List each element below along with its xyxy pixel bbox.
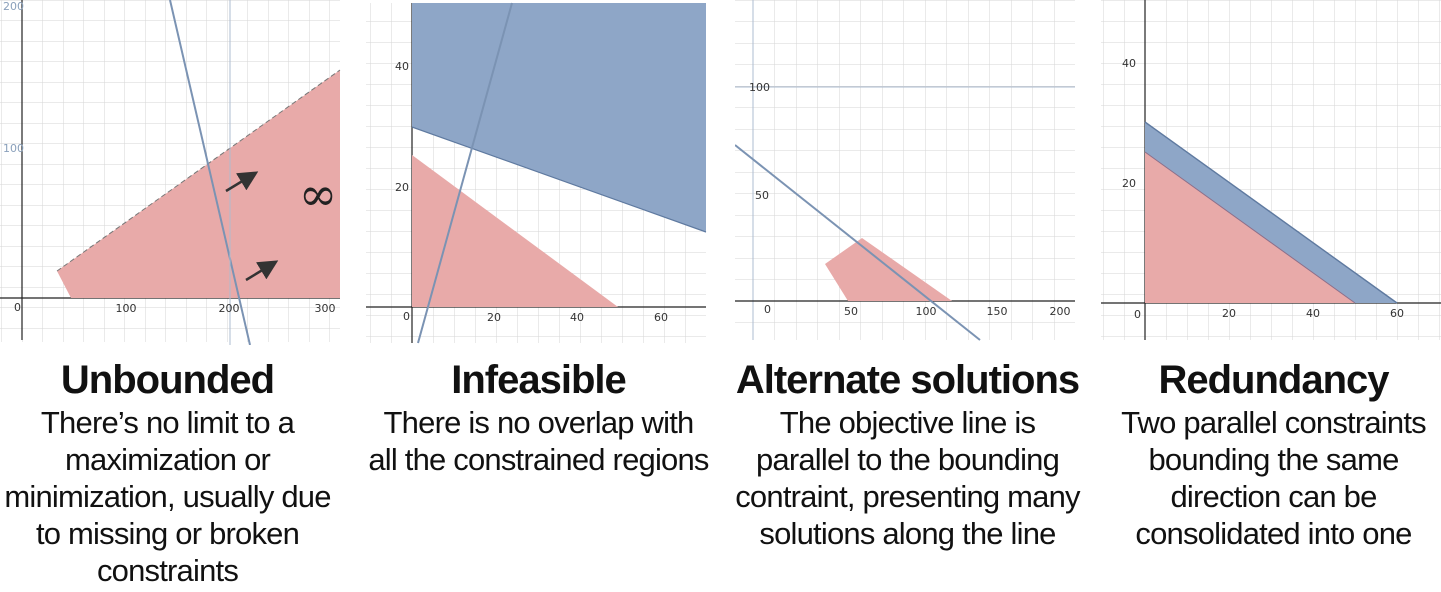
graph-unbounded: ∞ 0 100 200 300 100 200 [0,0,341,345]
x-tick-label: 0 [1134,308,1141,321]
arrow-icon [225,171,259,193]
x-tick-label: 150 [987,305,1008,318]
feasible-region [57,70,340,298]
panel-unbounded: ∞ 0 100 200 300 100 200 Unbounded There’… [0,0,345,592]
graph-redundancy: 0 20 40 60 20 40 [1101,0,1441,340]
graph-infeasible: 0 20 40 60 20 40 [366,2,707,344]
y-tick-label: 20 [1122,177,1136,190]
objective-line [169,0,251,345]
feasible-region [825,238,952,301]
x-tick-label: 0 [403,310,410,323]
caption-redundancy: Redundancy Two parallel constraints boun… [1096,356,1441,552]
panel-alternate-solutions: 0 50 100 150 200 50 100 Alternate soluti… [735,0,1081,592]
y-tick-label: 40 [1122,57,1136,70]
x-tick-label: 200 [1050,305,1071,318]
infinity-icon: ∞ [299,167,337,221]
caption-unbounded: Unbounded There’s no limit to a maximiza… [0,356,335,589]
y-tick-label: 200 [3,0,24,13]
panel-description: Two parallel constraints bounding the sa… [1121,405,1427,551]
constraint-boundary [1144,151,1356,304]
constraint-region-blue [412,3,706,232]
y-tick-label: 20 [395,181,409,194]
panel-description: There is no overlap with all the constra… [368,405,709,477]
x-tick-label: 50 [844,305,858,318]
x-tick-label: 200 [219,302,240,315]
caption-infeasible: Infeasible There is no overlap with all … [366,356,711,478]
y-tick-label: 100 [749,81,770,94]
caption-alternate-solutions: Alternate solutions The objective line i… [735,356,1080,552]
arrow-icon [245,260,279,282]
panel-title: Alternate solutions [735,358,1080,402]
constraint-boundary [411,126,707,233]
objective-line [735,144,981,341]
y-tick-label: 100 [3,142,24,155]
x-tick-label: 300 [315,302,336,315]
panel-redundancy: 0 20 40 60 20 40 Redundancy Two parallel… [1101,0,1441,592]
x-tick-label: 20 [487,311,501,324]
panel-infeasible: 0 20 40 60 20 40 Infeasible There is no … [366,0,711,592]
panel-description: The objective line is parallel to the bo… [735,405,1080,551]
x-tick-label: 60 [1390,307,1404,320]
x-tick-label: 0 [764,303,771,316]
x-tick-label: 100 [116,302,137,315]
panel-description: There’s no limit to a maximization or mi… [4,405,331,588]
y-tick-label: 40 [395,60,409,73]
x-tick-label: 60 [654,311,668,324]
constraint-boundary [1144,121,1398,304]
panel-title: Infeasible [451,358,627,402]
constraint-region-red [412,155,618,307]
panel-title: Unbounded [60,358,275,402]
x-tick-label: 0 [14,301,21,314]
graph-alternate-solutions: 0 50 100 150 200 50 100 [735,0,1075,341]
x-tick-label: 40 [1306,307,1320,320]
x-tick-label: 40 [570,311,584,324]
x-tick-label: 100 [916,305,937,318]
panel-title: Redundancy [1158,358,1389,402]
x-tick-label: 20 [1222,307,1236,320]
constraint-boundary [56,69,341,272]
objective-line [417,2,513,344]
y-tick-label: 50 [755,189,769,202]
